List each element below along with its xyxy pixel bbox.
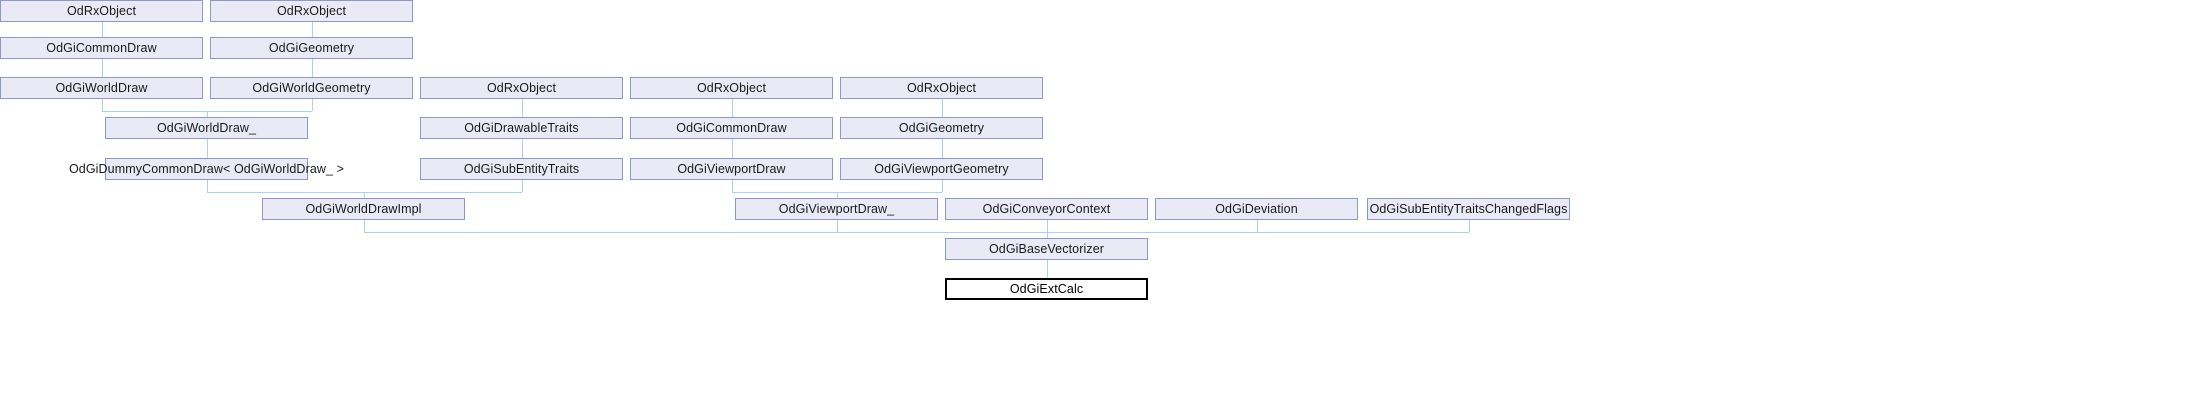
class-node-odgidummycommondraw-odgiworlddraw[interactable]: OdGiDummyCommonDraw< OdGiWorldDraw_ >: [69, 158, 344, 180]
class-node-odgiworlddrawimpl[interactable]: OdGiWorldDrawImpl: [262, 198, 465, 220]
class-node-label: OdGiViewportGeometry: [874, 161, 1009, 176]
class-node-odgiworlddraw[interactable]: OdGiWorldDraw: [0, 77, 203, 99]
edge-segment-vertical: [312, 59, 313, 77]
edge-bus-rail: [101, 111, 312, 112]
class-node-label: OdGiCommonDraw: [676, 120, 787, 135]
class-node-label: OdRxObject: [906, 80, 977, 95]
class-node-odrxobject[interactable]: OdRxObject: [210, 0, 413, 22]
edge-segment-vertical: [364, 220, 365, 232]
class-node-odgiviewportdraw[interactable]: OdGiViewportDraw: [630, 158, 833, 180]
class-node-label: OdGiWorldDraw: [55, 80, 148, 95]
class-node-odrxobject[interactable]: OdRxObject: [840, 77, 1043, 99]
class-node-label: OdGiWorldDrawImpl: [305, 201, 422, 216]
class-node-label: OdGiCommonDraw: [46, 40, 157, 55]
edge-segment-vertical: [1469, 220, 1470, 232]
edge-segment-vertical: [837, 220, 838, 232]
edge-segment-vertical: [207, 139, 208, 158]
edge-segment-vertical: [522, 139, 523, 158]
class-node-odgideviation[interactable]: OdGiDeviation: [1155, 198, 1358, 220]
edge-segment-vertical: [102, 22, 103, 37]
class-node-label: OdGiWorldGeometry: [252, 80, 371, 95]
class-node-label: OdGiDummyCommonDraw< OdGiWorldDraw_ >: [68, 161, 345, 176]
class-node-odgisubentitytraitschangedflags[interactable]: OdGiSubEntityTraitsChangedFlags: [1367, 198, 1570, 220]
class-node-odgigeometry[interactable]: OdGiGeometry: [840, 117, 1043, 139]
class-node-label: OdGiSubEntityTraitsChangedFlags: [1369, 201, 1568, 216]
edge-segment-vertical: [312, 99, 313, 111]
edge-segment-vertical: [732, 99, 733, 117]
class-node-odgiworlddraw[interactable]: OdGiWorldDraw_: [105, 117, 308, 139]
edge-segment-vertical: [1047, 232, 1048, 238]
edge-segment-vertical: [732, 180, 733, 192]
edge-segment-vertical: [207, 180, 208, 192]
class-node-odgicommondraw[interactable]: OdGiCommonDraw: [630, 117, 833, 139]
edge-segment-vertical: [1257, 220, 1258, 232]
class-node-odgigeometry[interactable]: OdGiGeometry: [210, 37, 413, 59]
edge-segment-vertical: [942, 99, 943, 117]
class-node-odgisubentitytraits[interactable]: OdGiSubEntityTraits: [420, 158, 623, 180]
class-node-odgiviewportdraw[interactable]: OdGiViewportDraw_: [735, 198, 938, 220]
edge-segment-vertical: [1047, 260, 1048, 278]
class-node-label: OdGiGeometry: [268, 40, 355, 55]
class-node-odgiextcalc[interactable]: OdGiExtCalc: [945, 278, 1148, 300]
class-node-label: OdRxObject: [486, 80, 557, 95]
class-node-odgiworldgeometry[interactable]: OdGiWorldGeometry: [210, 77, 413, 99]
class-node-odrxobject[interactable]: OdRxObject: [630, 77, 833, 99]
class-node-label: OdGiConveyorContext: [982, 201, 1111, 216]
class-node-label: OdGiSubEntityTraits: [463, 161, 580, 176]
class-node-label: OdGiBaseVectorizer: [988, 241, 1105, 256]
class-node-odgicommondraw[interactable]: OdGiCommonDraw: [0, 37, 203, 59]
edge-segment-vertical: [312, 22, 313, 37]
edge-segment-vertical: [207, 111, 208, 117]
class-node-odgibasevectorizer[interactable]: OdGiBaseVectorizer: [945, 238, 1148, 260]
class-node-label: OdGiViewportDraw_: [778, 201, 895, 216]
edge-bus-rail: [731, 192, 942, 193]
class-node-odgiviewportgeometry[interactable]: OdGiViewportGeometry: [840, 158, 1043, 180]
class-node-label: OdGiDeviation: [1215, 201, 1298, 216]
class-node-odgiconveyorcontext[interactable]: OdGiConveyorContext: [945, 198, 1148, 220]
class-node-label: OdGiViewportDraw: [677, 161, 786, 176]
edge-segment-vertical: [364, 192, 365, 198]
edge-segment-vertical: [102, 99, 103, 111]
edge-segment-vertical: [732, 139, 733, 158]
edge-segment-vertical: [102, 59, 103, 77]
class-node-odrxobject[interactable]: OdRxObject: [0, 0, 203, 22]
edge-segment-vertical: [837, 192, 838, 198]
class-node-odgidrawabletraits[interactable]: OdGiDrawableTraits: [420, 117, 623, 139]
class-node-label: OdGiWorldDraw_: [156, 120, 257, 135]
edge-segment-vertical: [942, 139, 943, 158]
edge-segment-vertical: [1047, 220, 1048, 232]
class-node-odrxobject[interactable]: OdRxObject: [420, 77, 623, 99]
class-node-label: OdRxObject: [276, 3, 347, 18]
edge-segment-vertical: [522, 180, 523, 192]
edge-segment-vertical: [522, 99, 523, 117]
edge-segment-vertical: [942, 180, 943, 192]
class-node-label: OdGiExtCalc: [1009, 281, 1084, 296]
class-node-label: OdGiGeometry: [898, 120, 985, 135]
class-node-label: OdRxObject: [66, 3, 137, 18]
class-node-label: OdRxObject: [696, 80, 767, 95]
edge-bus-rail: [363, 232, 1469, 233]
class-node-label: OdGiDrawableTraits: [464, 120, 579, 135]
